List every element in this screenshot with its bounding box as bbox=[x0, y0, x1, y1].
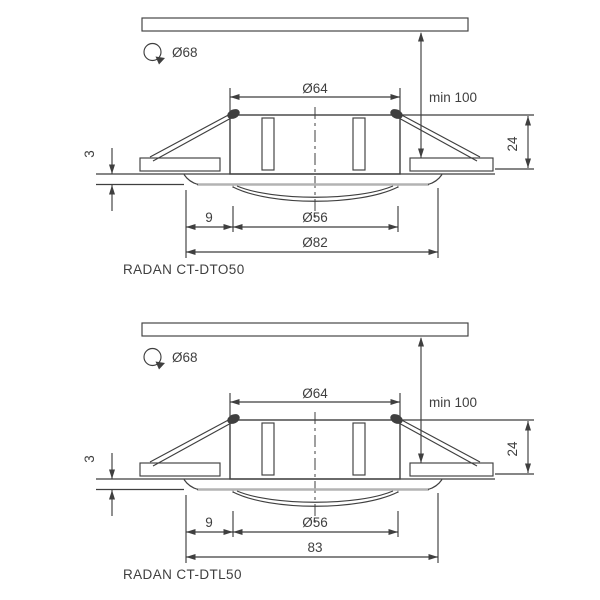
bottom-dimension-lines bbox=[185, 493, 439, 563]
trim-ring bbox=[96, 174, 443, 188]
lamp-face-arc bbox=[232, 185, 399, 202]
dim-trim-protrusion: 3 bbox=[82, 455, 97, 463]
drawing-group: Ø68 min 100 Ø64 bbox=[82, 322, 534, 582]
bottom-dimension-lines bbox=[185, 188, 439, 258]
clip-pivot-right bbox=[390, 109, 403, 119]
lamp-slot-left bbox=[261, 117, 275, 171]
dim-housing-height-lines bbox=[402, 419, 534, 475]
hole-diameter-label: Ø68 bbox=[172, 45, 198, 60]
dim-rim-width: 9 bbox=[205, 515, 213, 530]
dim-overall-diameter: 83 bbox=[307, 540, 322, 555]
dim-top-diameter-lines bbox=[229, 88, 401, 112]
dim-min-recess-depth: min 100 bbox=[429, 395, 477, 410]
dim-housing-height-lines bbox=[402, 114, 534, 170]
spring-clip-right bbox=[395, 111, 481, 162]
dim-top-diameter: Ø64 bbox=[302, 81, 328, 96]
dim-inner-diameter: Ø56 bbox=[302, 515, 328, 530]
ceiling-cutout-right bbox=[409, 157, 494, 172]
drawing-group: Ø68 min 100 Ø64 bbox=[82, 17, 534, 277]
model-label: RADAN CT-DTL50 bbox=[123, 567, 242, 582]
lamp-slot-right bbox=[352, 422, 366, 476]
clip-pivot-right bbox=[390, 414, 403, 424]
spring-clip-right bbox=[395, 416, 481, 467]
dim-trim-protrusion-lines bbox=[109, 148, 115, 211]
ceiling-cutout-left bbox=[139, 157, 221, 172]
trim-ring bbox=[96, 479, 443, 493]
ceiling-slab bbox=[141, 17, 469, 32]
ceiling-slab bbox=[141, 322, 469, 337]
dim-trim-protrusion: 3 bbox=[82, 150, 97, 158]
dim-rim-width: 9 bbox=[205, 210, 213, 225]
diagram-radan-ct-dtl50: Ø68 min 100 Ø64 bbox=[82, 322, 534, 582]
dim-top-diameter-lines bbox=[229, 393, 401, 417]
clip-pivot-left bbox=[227, 109, 240, 119]
diagram-radan-ct-dto50: Ø68 min 100 Ø64 bbox=[82, 17, 534, 277]
ceiling-cutout-left bbox=[139, 462, 221, 477]
spring-clip-left bbox=[149, 111, 235, 162]
lamp-face-arc bbox=[232, 490, 399, 507]
hole-diameter-label: Ø68 bbox=[172, 350, 198, 365]
dim-min-recess-depth-lines bbox=[418, 337, 424, 463]
dim-overall-diameter: Ø82 bbox=[302, 235, 328, 250]
dim-min-recess-depth: min 100 bbox=[429, 90, 477, 105]
hole-cutout-icon bbox=[143, 347, 165, 370]
dim-top-diameter: Ø64 bbox=[302, 386, 328, 401]
lamp-slot-left bbox=[261, 422, 275, 476]
dim-inner-diameter: Ø56 bbox=[302, 210, 328, 225]
dim-housing-height: 24 bbox=[505, 136, 520, 152]
dim-min-recess-depth-lines bbox=[418, 32, 424, 158]
ceiling-cutout-right bbox=[409, 462, 494, 477]
lamp-slot-right bbox=[352, 117, 366, 171]
model-label: RADAN CT-DTO50 bbox=[123, 262, 245, 277]
dim-housing-height: 24 bbox=[505, 441, 520, 457]
hole-cutout-icon bbox=[143, 42, 165, 65]
dim-trim-protrusion-lines bbox=[109, 453, 115, 516]
clip-pivot-left bbox=[227, 414, 240, 424]
spring-clip-left bbox=[149, 416, 235, 467]
